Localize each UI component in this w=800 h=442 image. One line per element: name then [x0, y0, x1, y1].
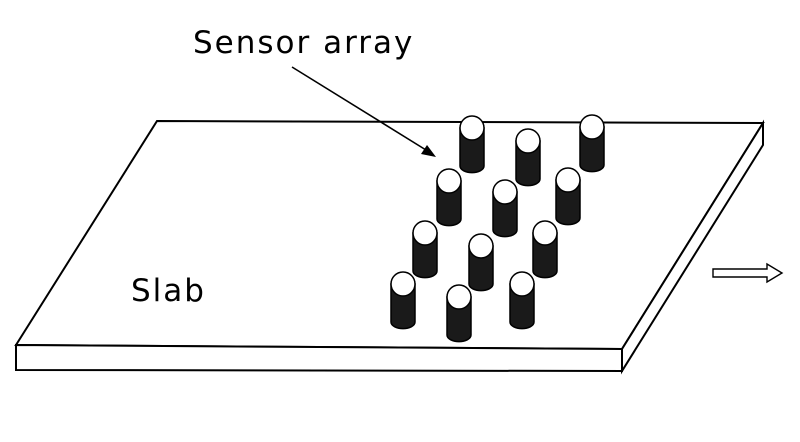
sensor-cylinder — [459, 115, 485, 174]
sensor-top — [532, 220, 558, 246]
sensor-top — [492, 179, 518, 205]
sensor-cylinder — [436, 168, 462, 227]
sensor-top — [446, 284, 472, 310]
sensor-array — [390, 114, 605, 343]
sensor-cylinder — [446, 284, 472, 343]
sensor-cylinder — [492, 179, 518, 238]
sensor-cylinder — [515, 128, 541, 187]
sensor-top — [468, 233, 494, 259]
sensor-top — [436, 168, 462, 194]
sensor-cylinder — [555, 167, 581, 226]
sensor-top — [459, 115, 485, 141]
sensor-top — [412, 220, 438, 246]
sensor-top — [579, 114, 605, 140]
sensor-array-label: Sensor array — [193, 25, 414, 61]
sensor-top — [515, 128, 541, 154]
slab-front-face — [15, 343, 623, 373]
sensor-cylinder — [509, 271, 535, 330]
motion-arrow — [712, 262, 784, 284]
slab-side-face — [621, 119, 764, 375]
sensor-top — [509, 271, 535, 297]
sensor-cylinder — [390, 271, 416, 330]
sensor-top — [555, 167, 581, 193]
sensor-cylinder — [579, 114, 605, 173]
sensor-cylinder — [468, 233, 494, 292]
sensor-cylinder — [412, 220, 438, 279]
slab — [14, 119, 765, 375]
sensor-cylinder — [532, 220, 558, 279]
slab-label: Slab — [131, 273, 206, 309]
sensor-top — [390, 271, 416, 297]
pointer-arrow — [291, 66, 436, 157]
